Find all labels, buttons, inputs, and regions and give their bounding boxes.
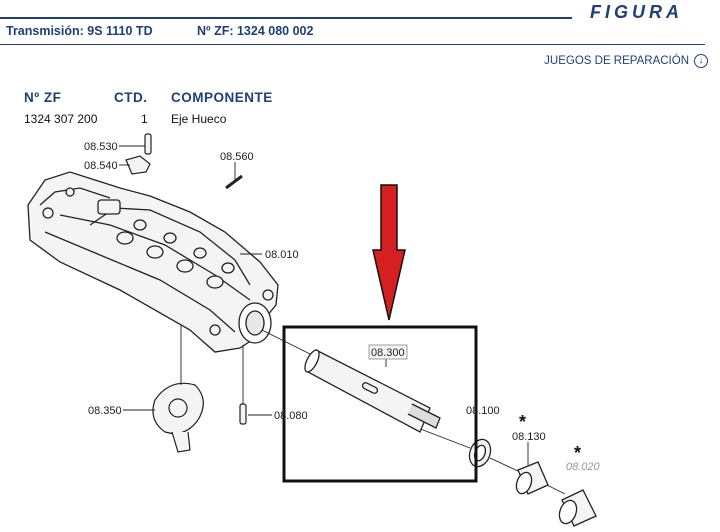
circle-arrow-down-icon[interactable]: ↓ <box>694 54 708 68</box>
column-header-zf: Nº ZF <box>24 90 62 105</box>
row-component: Eje Hueco <box>171 112 227 126</box>
callout-08010: 08.010 <box>265 249 299 261</box>
asterisk-08020: * <box>574 443 581 463</box>
callout-08530: 08.530 <box>84 141 118 153</box>
repair-kits-link[interactable]: JUEGOS DE REPARACIÓN ↓ <box>544 54 708 68</box>
hollow-shaft-drawing <box>304 349 441 433</box>
callout-08560: 08.560 <box>220 151 254 163</box>
lower-parts-drawing <box>152 382 247 453</box>
column-header-component: COMPONENTE <box>171 90 273 105</box>
highlight-frame <box>282 325 478 483</box>
header-rule <box>0 17 572 19</box>
header-divider <box>0 44 705 45</box>
callout-08350: 08.350 <box>88 405 122 417</box>
repair-kits-label[interactable]: JUEGOS DE REPARACIÓN <box>544 55 689 67</box>
callout-08300-box <box>368 344 408 360</box>
row-zf-number: 1324 307 200 <box>24 112 98 126</box>
column-header-qty: CTD. <box>114 90 148 105</box>
row-quantity: 1 <box>141 112 148 126</box>
red-arrow-indicator <box>372 184 406 321</box>
callout-08540: 08.540 <box>84 160 118 172</box>
callout-08100: 08.100 <box>466 405 500 417</box>
small-parts-drawing <box>125 133 243 190</box>
callout-08020: 08.020 <box>566 461 601 473</box>
zf-number-label: Nº ZF: 1324 080 002 <box>197 24 314 38</box>
asterisk-08130: * <box>519 412 526 432</box>
transmission-label: Transmisión: 9S 1110 TD <box>6 24 153 38</box>
callout-08130: 08.130 <box>512 431 546 443</box>
callout-08080: 08.080 <box>274 410 308 422</box>
callout-08300: 08.300 <box>371 347 405 359</box>
figure-title: FIGURA <box>590 2 683 22</box>
transmission-housing-drawing <box>27 171 279 353</box>
callout-labels: 08.530 08.540 08.560 08.010 08.300 08.35… <box>84 141 601 473</box>
